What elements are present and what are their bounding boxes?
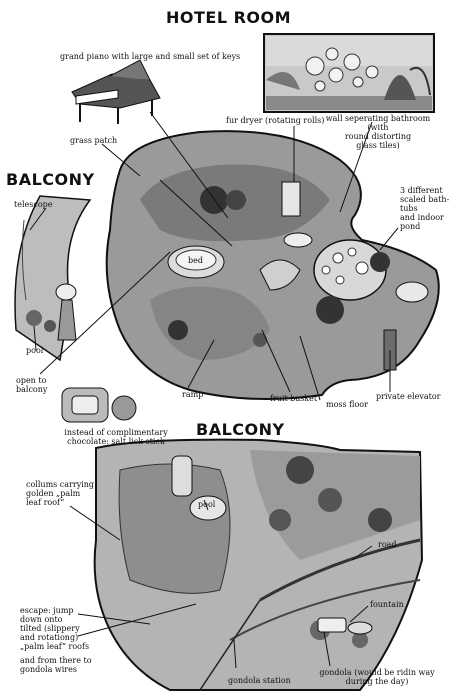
pool-label-top: pool [26,346,44,355]
bathtubs-line: scaled bath- [400,195,450,204]
fruit-basket-label: fruit basket [270,394,318,403]
escape-line: down onto [20,615,63,624]
bathtubs-label: 3 different scaled bath- tubs and indoor… [400,186,449,231]
grass-patch-label: grass patch [70,136,118,145]
gondola-note-line: gondola (would be ridin way [319,668,435,677]
balcony-title-left: BALCONY [6,170,95,189]
escape-line: escape: jump [20,606,74,615]
private-elevator-label: private elevator [376,392,441,401]
escape-line: tilted (slippery [20,624,80,633]
salt-lick-line: chocolate: salt lick stick [67,437,165,446]
open-balcony-label: open to balcony [16,376,47,394]
hotel-room-title: HOTEL ROOM [166,8,292,27]
salt-lick-sketch [61,387,137,423]
escape-line: „palm leaf“ roofs [20,642,90,651]
bathtubs-line: tubs [400,204,418,213]
wall-bathroom-line: round distorting [344,132,412,141]
grand-piano-label: grand piano with large and small set of … [60,52,241,61]
salt-lick-line: instead of complimentary [64,428,168,437]
fur-dryer-label: fur dryer (rotating rolls) [226,116,325,125]
bathtubs-line: pond [400,222,421,231]
fountain-label: fountain [370,600,404,609]
gondola-wires-label: and from there to gondola wires [20,656,92,674]
ramp-label: ramp [182,390,204,399]
wall-bathroom-line: glass tiles) [356,141,400,150]
collums-line: golden „palm [26,489,81,498]
leader-lines [29,111,399,669]
gondola-wires-line: gondola wires [20,665,77,674]
wall-bathroom-label: wall seperating bathroom (with round dis… [318,114,438,150]
open-balcony-line: open to [16,376,47,385]
bathtubs-line: and indoor [400,213,444,222]
left-balcony-sketch [14,195,92,362]
escape-label: escape: jump down onto tilted (slippery … [20,606,89,651]
bathtubs-line: 3 different [400,186,443,195]
road-label: road [378,540,397,549]
gondola-note-line: during the day) [345,677,409,686]
collums-line: collums carrying [26,480,95,489]
bathroom-inset-sketch [263,33,435,113]
balcony-title-bottom: BALCONY [196,420,285,439]
moss-floor-label: moss floor [326,400,368,409]
gondola-station-label: gondola station [228,676,291,685]
escape-line: and rotationg) [20,633,79,642]
open-balcony-line: balcony [16,385,48,394]
wall-bathroom-line: wall seperating bathroom (with [325,114,431,132]
telescope-label: telescope [14,200,53,209]
gondola-note-label: gondola (would be ridin way during the d… [312,668,442,686]
pool-label-bottom: pool [198,500,216,509]
grand-piano-sketch [71,59,161,124]
bottom-island-sketch [93,438,424,691]
gondola-wires-line: and from there to [20,656,92,665]
salt-lick-label: instead of complimentary chocolate: salt… [56,428,176,446]
collums-line: leaf roof“ [26,498,65,507]
hotel-room-island-sketch [105,130,440,400]
bed-label: bed [188,256,203,265]
collums-label: collums carrying golden „palm leaf roof“ [26,480,94,507]
